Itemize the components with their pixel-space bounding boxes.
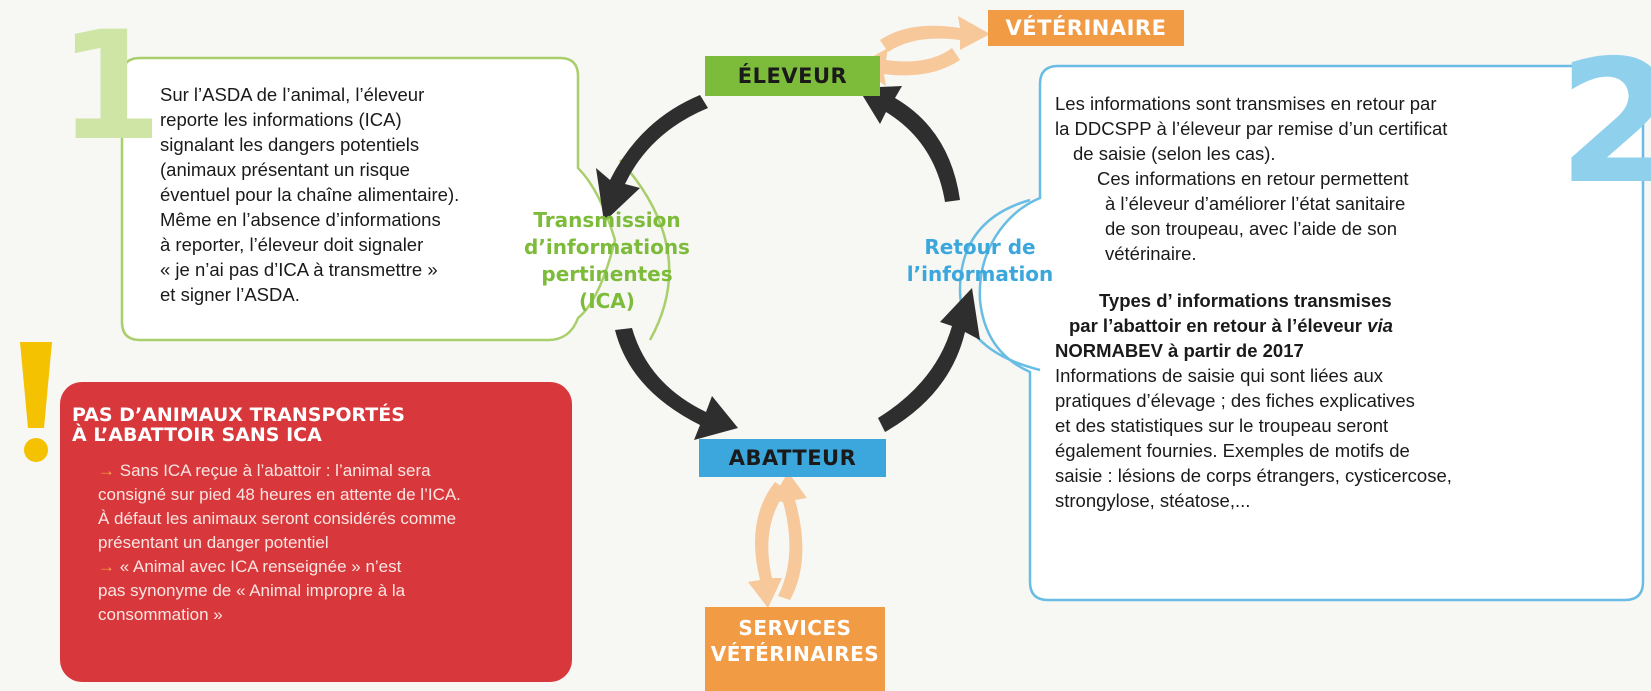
transmission-label-line: Transmission: [533, 208, 681, 232]
box2-para-line: de son troupeau, avec l’aide de son: [1105, 218, 1398, 239]
box1-line: et signer l’ASDA.: [160, 284, 300, 305]
types-body-line: et des statistiques sur le troupeau sero…: [1055, 415, 1389, 436]
transmission-label: Transmission d’informations pertinentes …: [522, 207, 692, 315]
bidirectional-arrow-icon: [748, 472, 807, 608]
box2-intro-line: Les informations sont transmises en reto…: [1055, 93, 1437, 114]
types-title-line3: NORMABEV à partir de 2017: [1055, 340, 1304, 361]
arrow-right-icon: →: [98, 557, 115, 576]
types-body-line: également fournies. Exemples de motifs d…: [1055, 440, 1410, 461]
blue-circle-arc: [958, 198, 1041, 372]
box2-outline: [978, 64, 1645, 602]
types-body-line: strongylose, stéatose,...: [1055, 490, 1251, 511]
transmission-label-line: (ICA): [579, 289, 635, 313]
box1-line: Même en l’absence d’informations: [160, 209, 441, 230]
box1-line: (animaux présentant un risque: [160, 159, 410, 180]
warning-line: présentant un danger potentiel: [98, 533, 329, 552]
box1-text: Sur l’ASDA de l’animal, l’éleveur report…: [160, 82, 510, 307]
warning-line: pas synonyme de « Animal impropre à la: [98, 581, 406, 600]
warning-box: [60, 382, 572, 682]
retour-label-line: Retour de: [924, 235, 1036, 259]
types-title-line1: Types d’ informations transmises: [1099, 290, 1392, 311]
box2-intro-line: de saisie (selon les cas).: [1073, 143, 1276, 164]
warning-body: → Sans ICA reçue à l’abattoir : l’animal…: [98, 459, 558, 627]
types-title-text: par l’abattoir en retour à l’éleveur: [1069, 315, 1368, 336]
warning-line: À défaut les animaux seront considérés c…: [98, 509, 457, 528]
step1-number: 1: [58, 0, 163, 174]
retour-label-line: l’information: [906, 262, 1054, 286]
warning-title: PAS D’ANIMAUX TRANSPORTÉS À L’ABATTOIR S…: [72, 405, 405, 445]
types-title-via: via: [1367, 315, 1393, 336]
box1-line: Sur l’ASDA de l’animal, l’éleveur: [160, 84, 425, 105]
eleveur-tag: ÉLEVEUR: [705, 56, 880, 96]
warning-line: consommation »: [98, 605, 223, 624]
box1-line: à reporter, l’éleveur doit signaler: [160, 234, 424, 255]
box2-intro-line: la DDCSPP à l’éleveur par remise d’un ce…: [1055, 118, 1448, 139]
box1-line: éventuel pour la chaîne alimentaire).: [160, 184, 460, 205]
bidirectional-arrow-icon: [856, 16, 990, 86]
warning-title-line2: À L’ABATTOIR SANS ICA: [72, 424, 322, 446]
box2-para-line: à l’éleveur d’améliorer l’état sanitaire: [1105, 193, 1406, 214]
box1-line: signalant les dangers potentiels: [160, 134, 420, 155]
box2-text: Les informations sont transmises en reto…: [1055, 91, 1505, 513]
types-body-line: pratiques d’élevage ; des fiches explica…: [1055, 390, 1415, 411]
services-line2: VÉTÉRINAIRES: [710, 642, 880, 666]
box2-para-line: vétérinaire.: [1105, 243, 1197, 264]
warning-point1: → Sans ICA reçue à l’abattoir : l’animal…: [98, 459, 558, 555]
warning-line: consigné sur pied 48 heures en attente d…: [98, 485, 461, 504]
cycle-arrow-icon: [596, 86, 980, 440]
services-veterinaires-tag: SERVICES VÉTÉRINAIRES: [705, 607, 885, 691]
green-circle-arc: [619, 159, 671, 341]
warning-line: « Animal avec ICA renseignée » n’est: [119, 557, 402, 576]
types-body-line: Informations de saisie qui sont liées au…: [1055, 365, 1384, 386]
warning-point2: → « Animal avec ICA renseignée » n’est p…: [98, 555, 558, 627]
box1-outline: [120, 56, 617, 342]
retour-label: Retour de l’information: [900, 234, 1060, 288]
exclamation-icon: [20, 342, 52, 462]
box2-para-line: Ces informations en retour permettent: [1097, 168, 1409, 189]
services-line1: SERVICES: [738, 616, 852, 640]
step2-number: 2: [1558, 24, 1651, 222]
abatteur-tag: ABATTEUR: [699, 439, 886, 477]
veterinaire-tag: VÉTÉRINAIRE: [988, 10, 1184, 46]
types-title-line2: par l’abattoir en retour à l’éleveur via: [1055, 313, 1505, 338]
transmission-label-line: d’informations: [524, 235, 690, 259]
box1-line: reporte les informations (ICA): [160, 109, 402, 130]
transmission-label-line: pertinentes: [541, 262, 673, 286]
arrow-right-icon: →: [98, 461, 115, 480]
warning-line: Sans ICA reçue à l’abattoir : l’animal s…: [119, 461, 431, 480]
box1-line: « je n’ai pas d’ICA à transmettre »: [160, 259, 438, 280]
warning-title-line1: PAS D’ANIMAUX TRANSPORTÉS: [72, 404, 405, 426]
types-body-line: saisie : lésions de corps étrangers, cys…: [1055, 465, 1452, 486]
